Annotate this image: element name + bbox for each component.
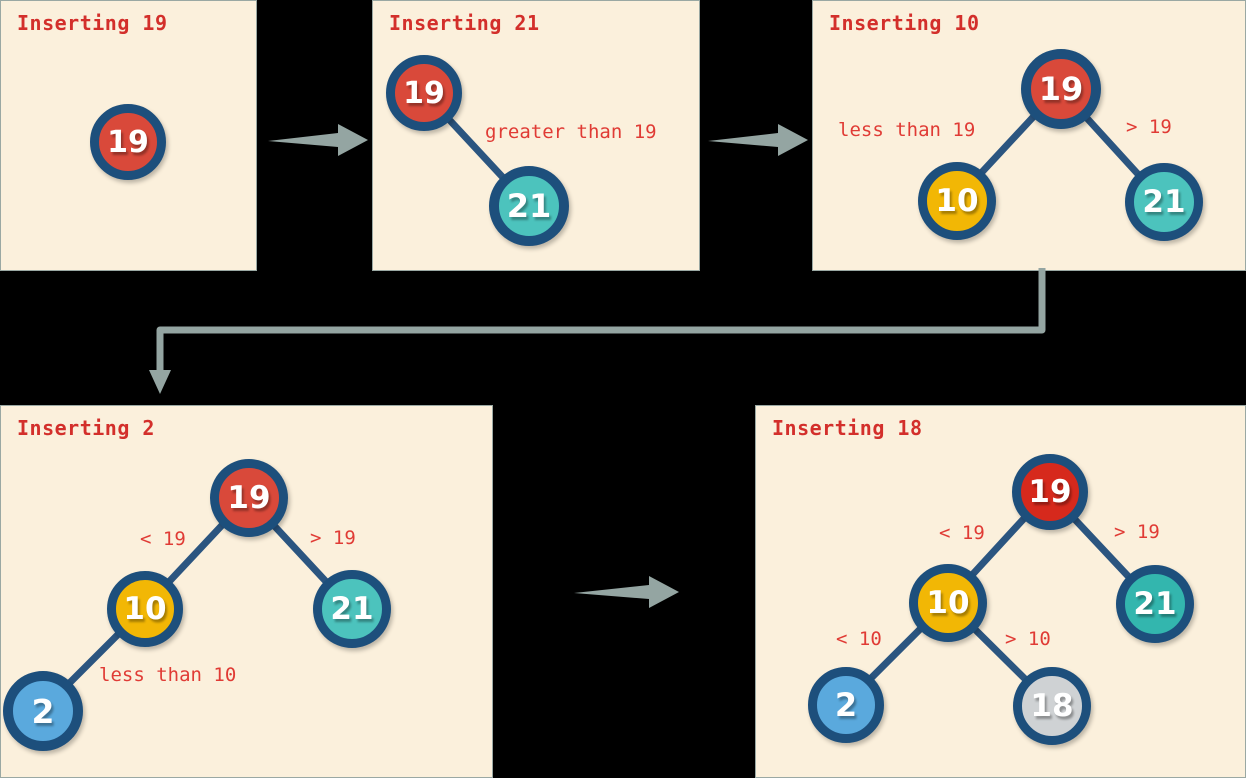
panel-title: Inserting 21: [389, 11, 540, 35]
arrow-panel1-to-panel2: [268, 118, 368, 162]
node-value: 21: [1133, 586, 1177, 622]
node-value: 19: [227, 480, 271, 516]
edge-label-greater-10: > 10: [1005, 628, 1051, 650]
edge-label-less-19: < 19: [939, 522, 985, 544]
node-21[interactable]: 21: [1116, 565, 1194, 643]
node-value: 21: [506, 187, 552, 225]
node-value: 18: [1030, 688, 1074, 724]
panel-insert-2: Inserting 2 19 10 21 2 < 19 > 19 less than 10: [0, 405, 493, 778]
node-value: 21: [330, 591, 374, 627]
arrow-head-icon: [708, 124, 808, 156]
edge-label-greater-19: > 19: [1114, 521, 1160, 543]
panel-insert-10: Inserting 10 19 10 21 less than 19 > 19: [812, 0, 1246, 271]
node-value: 21: [1142, 184, 1186, 220]
arrow-panel1-to-panel2-glyph: [268, 124, 368, 156]
edge-label-less-10: < 10: [836, 628, 882, 650]
connector-panel3-to-panel4-glyph: [149, 268, 1046, 394]
node-18[interactable]: 18: [1013, 667, 1091, 745]
node-19[interactable]: 19: [1021, 49, 1101, 129]
node-value: 10: [926, 585, 970, 621]
connector-panel3-to-panel4: [148, 268, 1046, 400]
node-21[interactable]: 21: [489, 166, 569, 246]
node-21[interactable]: 21: [313, 570, 391, 648]
node-10[interactable]: 10: [909, 564, 987, 642]
panel-title: Inserting 2: [17, 416, 155, 440]
node-value: 19: [107, 124, 149, 160]
node-value: 2: [834, 686, 858, 724]
node-value: 19: [1028, 474, 1072, 510]
node-value: 2: [31, 691, 55, 731]
arrow-head-icon: [574, 576, 679, 608]
panel-title: Inserting 19: [17, 11, 168, 35]
node-value: 10: [123, 591, 167, 627]
elbow-path: [156, 268, 1046, 372]
node-2[interactable]: 2: [3, 671, 83, 751]
edge-label-greater-than-19: greater than 19: [485, 121, 657, 143]
node-value: 10: [935, 183, 979, 219]
node-value: 19: [1038, 70, 1084, 108]
node-2[interactable]: 2: [808, 667, 884, 743]
node-19[interactable]: 19: [1012, 454, 1088, 530]
edge-label-greater-19: > 19: [1126, 116, 1172, 138]
node-10[interactable]: 10: [918, 162, 996, 240]
node-19[interactable]: 19: [210, 459, 288, 537]
node-value: 19: [403, 75, 445, 111]
arrow-panel4-to-panel5: [574, 568, 679, 616]
panel-insert-19: Inserting 19 19: [0, 0, 257, 271]
edge-label-less-than-10: less than 10: [99, 664, 237, 686]
panel-insert-21: Inserting 21 19 21 greater than 19: [372, 0, 700, 271]
panel-insert-18: Inserting 18 19 10 21 2 18 < 19 > 19 < 10 > 10: [755, 405, 1246, 778]
node-21[interactable]: 21: [1125, 163, 1203, 241]
arrow-head-icon: [268, 124, 368, 156]
node-10[interactable]: 10: [107, 571, 183, 647]
node-19[interactable]: 19: [90, 104, 166, 180]
edge-label-less-19: < 19: [140, 528, 186, 550]
edge-label-greater-19: > 19: [310, 527, 356, 549]
node-19[interactable]: 19: [386, 55, 462, 131]
edge-label-less-than-19: less than 19: [838, 119, 976, 141]
arrow-panel2-to-panel3-glyph: [708, 124, 808, 156]
arrow-panel4-to-panel5-glyph: [574, 576, 679, 608]
panel-title: Inserting 10: [829, 11, 980, 35]
panel-title: Inserting 18: [772, 416, 923, 440]
arrow-head-icon: [149, 370, 171, 394]
arrow-panel2-to-panel3: [708, 118, 808, 162]
